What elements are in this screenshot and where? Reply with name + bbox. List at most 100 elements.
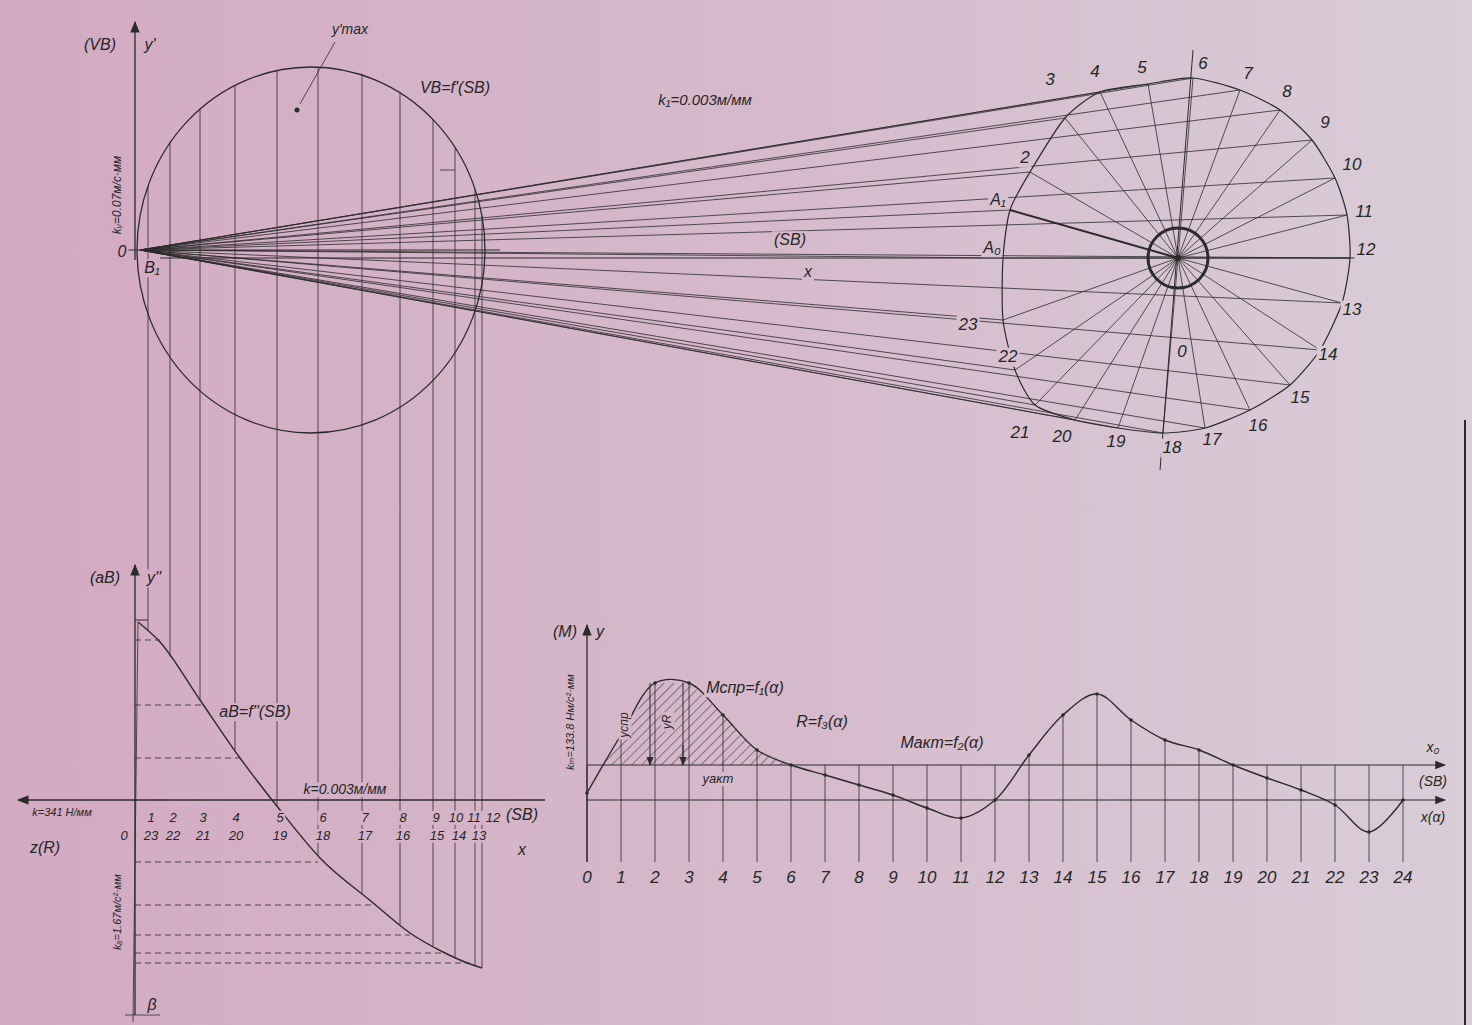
- crank-spoke: [1100, 92, 1178, 258]
- projection-line: [148, 186, 149, 631]
- crank-link: [1010, 210, 1178, 258]
- grid-line: [1369, 765, 1370, 862]
- drawing-label: 23: [957, 316, 980, 335]
- beta-line: [133, 622, 138, 1022]
- grid-line: [893, 765, 894, 862]
- drawing-label: k=341 Н/мм: [30, 806, 93, 818]
- drawing-label: 7: [1241, 65, 1254, 84]
- y-axis: [134, 22, 135, 260]
- crank-spoke: [1030, 172, 1178, 258]
- drawing-label: 21: [1009, 424, 1032, 443]
- projection-line: [482, 216, 483, 968]
- tick: [440, 170, 455, 171]
- acceleration-curve: [138, 622, 482, 968]
- curve-point: [1095, 692, 1099, 696]
- position-ray: [140, 110, 1280, 250]
- projection-line: [277, 71, 278, 807]
- drawing-label: y'max: [330, 22, 370, 37]
- drawing-label: 10: [447, 811, 465, 825]
- x-axis: [587, 799, 1445, 800]
- drawing-label: 22: [164, 829, 182, 843]
- drawing-label: 21: [1290, 869, 1313, 888]
- curve-point: [857, 783, 861, 787]
- projection-line: [475, 189, 476, 966]
- crank-spoke: [1178, 215, 1347, 258]
- x0-axis: [587, 764, 1445, 765]
- acceleration-graph: [18, 565, 545, 1022]
- grid-line: [791, 765, 792, 862]
- crank-spoke: [1003, 258, 1178, 320]
- max-point: [295, 108, 300, 113]
- curve-point: [1163, 738, 1167, 742]
- center-line: [1160, 50, 1193, 470]
- ordinate: [683, 745, 684, 765]
- drawing-label: y'': [145, 569, 163, 587]
- drawing-label: k₁=0.003м/мм: [656, 92, 754, 109]
- grid-line: [1233, 765, 1234, 862]
- drawing-label: x: [516, 841, 528, 859]
- ordinate: [650, 683, 651, 765]
- grid-line: [1403, 765, 1404, 862]
- curve-point: [653, 681, 657, 685]
- position-ray: [140, 250, 1118, 428]
- drawing-label: 4: [1088, 63, 1101, 82]
- beta-dimension: [125, 1015, 160, 1016]
- drawing-label: 6: [784, 869, 797, 888]
- curve-point: [1265, 776, 1269, 780]
- x-axis: [18, 799, 545, 800]
- grid-line: [1097, 694, 1098, 862]
- drawing-label: 15: [1289, 389, 1312, 408]
- curve-point: [1367, 830, 1371, 834]
- drawing-label: 2: [648, 869, 661, 888]
- drawing-label: 0: [118, 829, 129, 843]
- drawing-label: 6: [317, 811, 328, 825]
- position-ray: [140, 90, 1240, 250]
- drawing-label: A₀: [981, 239, 1002, 257]
- position-ray: [140, 250, 1003, 320]
- grid-line: [689, 683, 690, 862]
- ordinate: [683, 683, 684, 765]
- curve-point: [823, 773, 827, 777]
- drawing-label: 9: [1318, 114, 1331, 133]
- drawing-label: 20: [1051, 428, 1074, 447]
- curve-point: [925, 806, 929, 810]
- drawing-label: 20: [1256, 869, 1279, 888]
- drawing-label: kₘ=133.8 Нм/с²·мм: [564, 672, 576, 772]
- position-ray: [140, 172, 1030, 250]
- curve-point: [687, 681, 691, 685]
- drawing-label: 11: [1353, 203, 1375, 222]
- drawing-label: 2: [1018, 149, 1031, 168]
- crank-spoke: [1065, 118, 1178, 258]
- drawing-label: 13: [1341, 301, 1364, 320]
- drawing-label: 14: [450, 829, 468, 843]
- y-axis: [134, 565, 135, 1015]
- drawing-label: 15: [428, 829, 446, 843]
- drawing-label: 4: [716, 869, 729, 888]
- drawing-label: 16: [394, 829, 412, 843]
- drawing-label: β: [145, 996, 158, 1014]
- grid-line: [995, 765, 996, 862]
- curve-point: [1333, 803, 1337, 807]
- grid-line: [961, 765, 962, 862]
- position-ray: [140, 215, 1347, 250]
- grid-line: [825, 765, 826, 862]
- grid-line: [723, 715, 724, 862]
- leader-line: [300, 42, 335, 104]
- position-ray: [140, 250, 1163, 433]
- drawing-label: 1: [614, 869, 627, 888]
- drawing-label: (SB): [772, 231, 808, 249]
- drawing-label: 20: [227, 829, 245, 843]
- drawing-label: Mакт=f₂(α): [899, 734, 986, 752]
- curve-point: [1299, 788, 1303, 792]
- projection-line: [318, 67, 319, 855]
- sheet-edge: [1464, 420, 1466, 1025]
- grid-line: [1063, 715, 1064, 862]
- drawing-label: 14: [1052, 869, 1075, 888]
- drawing-label: x(α): [1419, 810, 1447, 825]
- drawing-label: R=f₃(α): [794, 713, 849, 731]
- crank-spoke: [1178, 90, 1240, 258]
- drawing-label: 18: [314, 829, 332, 843]
- crank-spoke: [1118, 258, 1178, 428]
- moment-graph: [585, 625, 1445, 862]
